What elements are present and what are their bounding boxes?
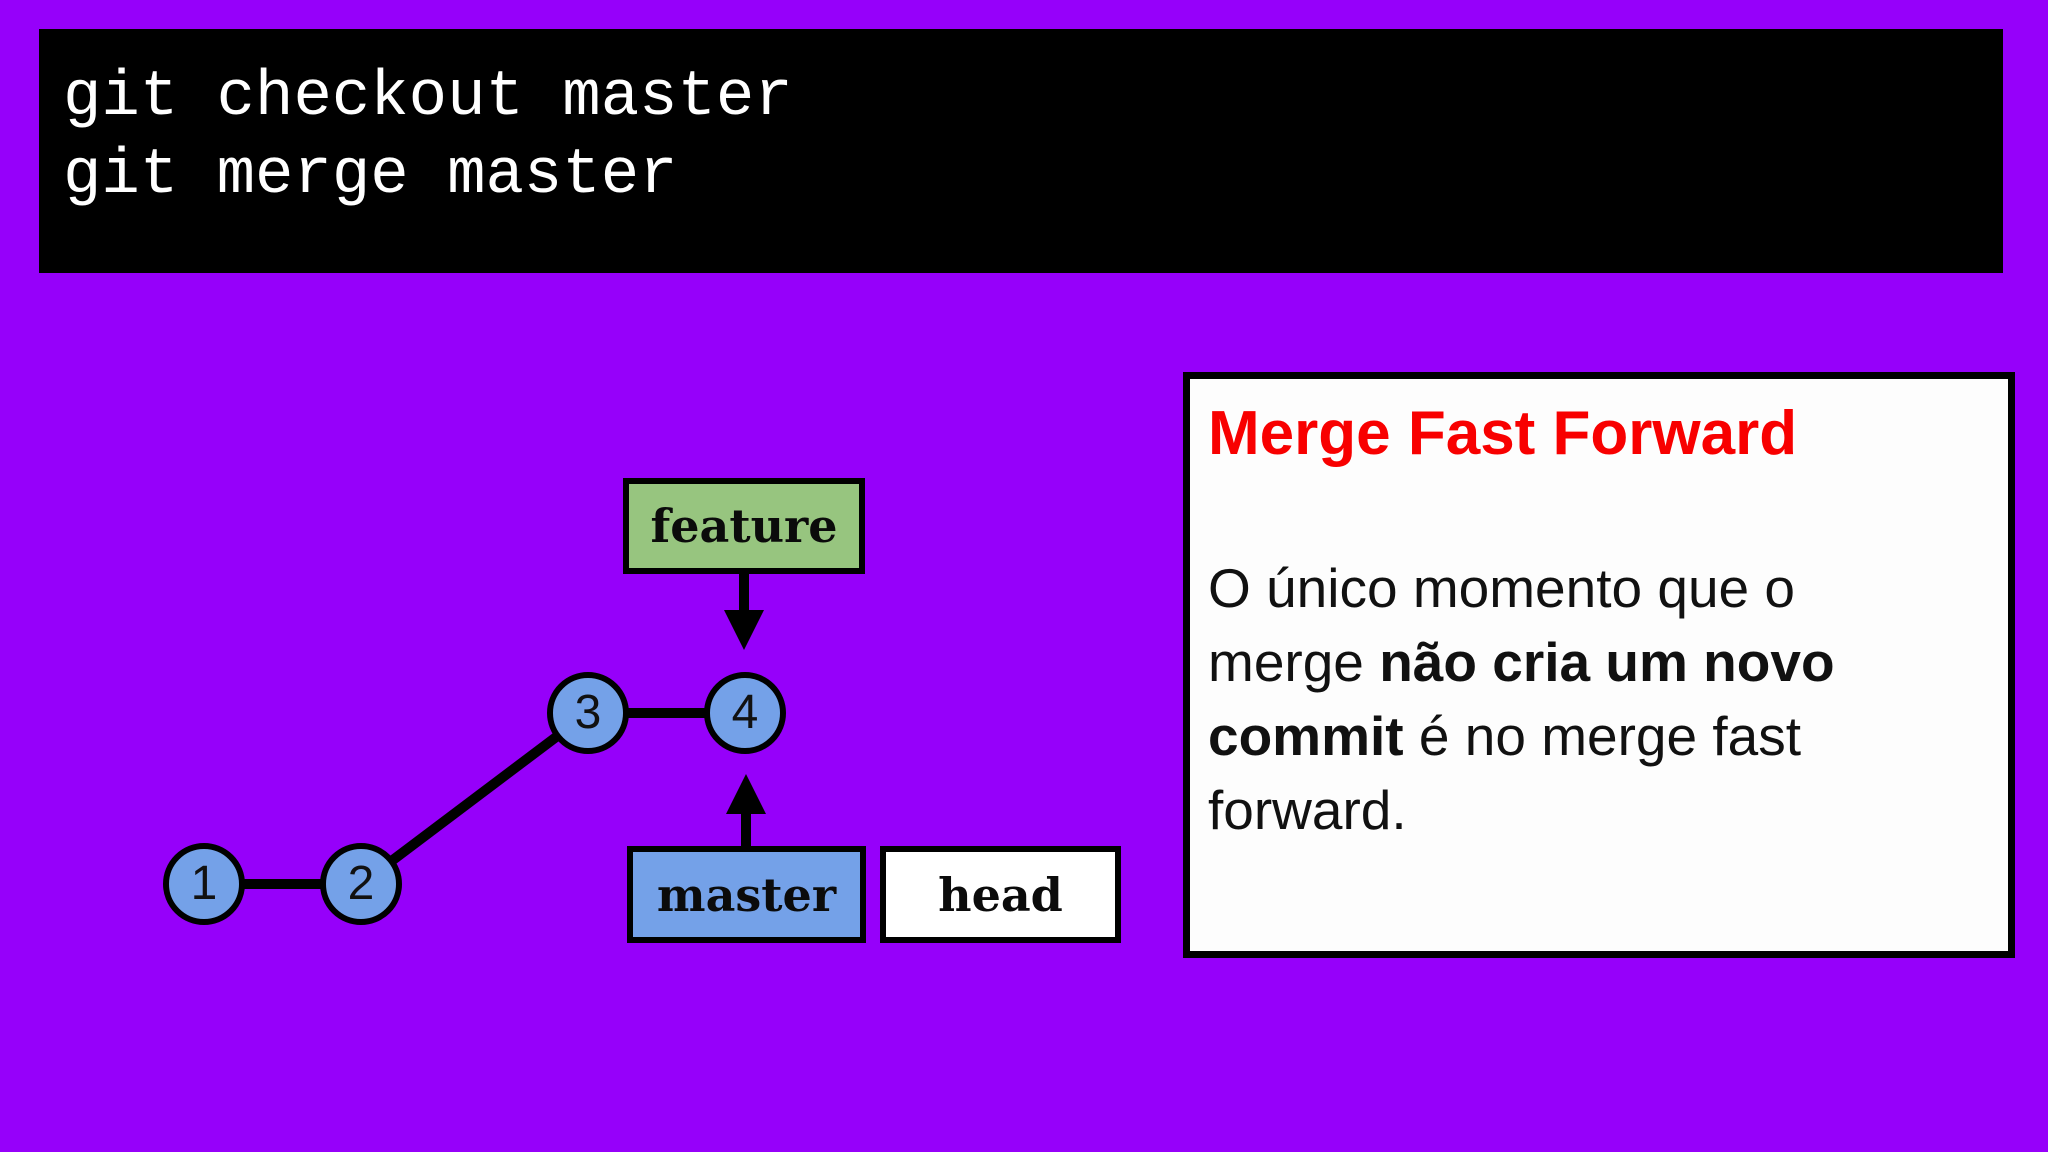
body-text-bold: commit [1208,705,1404,767]
terminal-command-line: git checkout master [63,62,793,134]
commit-node-1: 1 [163,843,245,925]
master-arrowhead-up-icon [726,774,766,814]
body-text: é no merge fast [1403,705,1802,767]
edge-commit2-commit3 [357,709,592,888]
commit-node-2: 2 [320,843,402,925]
body-text-bold: não cria um novo [1379,631,1835,693]
info-panel: Merge Fast Forward O único momento que o… [1183,372,2015,958]
info-panel-body: O único momento que o merge não cria um … [1208,551,1988,847]
info-panel-title: Merge Fast Forward [1208,399,1798,468]
body-line: forward. [1208,773,1988,847]
body-text: merge [1208,631,1380,693]
body-line: O único momento que o [1208,551,1988,625]
terminal-command-line: git merge master [63,140,678,212]
feature-branch-label: feature [623,478,865,574]
head-label: head [880,846,1121,943]
commit-node-4: 4 [704,672,786,754]
feature-arrowhead-down-icon [724,610,764,650]
terminal-box: git checkout master git merge master [39,29,2003,273]
commit-node-3: 3 [547,672,629,754]
body-line: merge não cria um novo [1208,625,1988,699]
master-branch-label: master [627,846,866,943]
body-line: commit é no merge fast [1208,699,1988,773]
body-text: O único momento que o [1208,557,1796,619]
body-text: forward. [1208,779,1407,841]
